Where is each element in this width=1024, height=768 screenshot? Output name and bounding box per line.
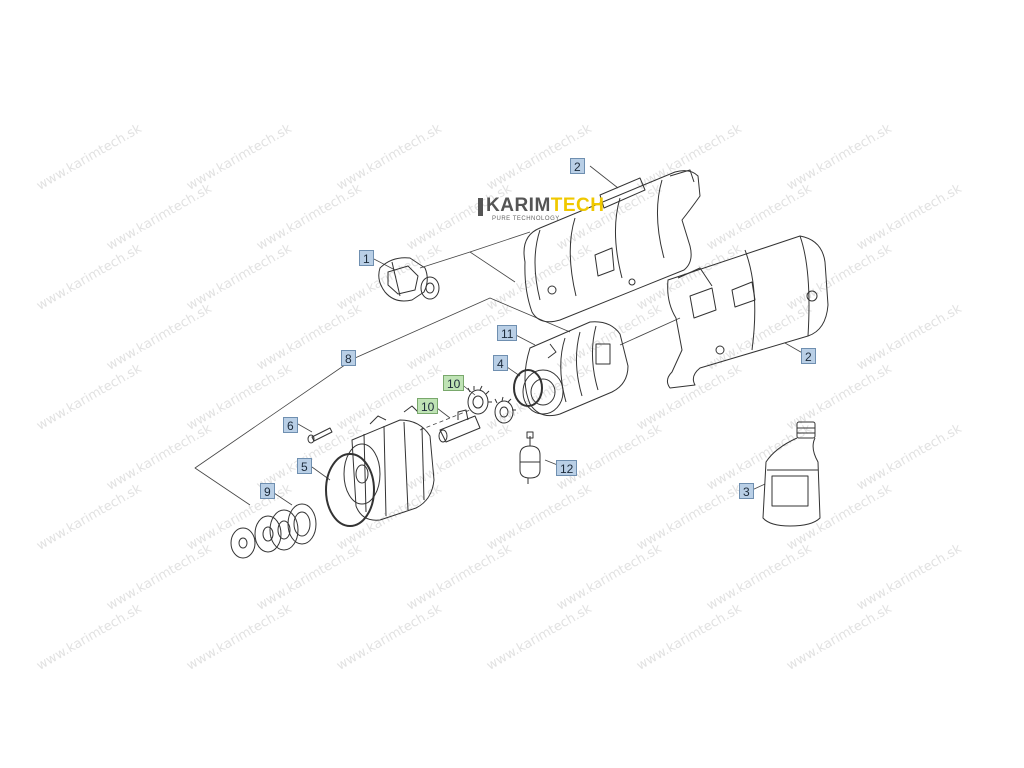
- callout-4: 4: [493, 355, 508, 371]
- part-2-lower-housing-drawing: [666, 235, 829, 389]
- part-8-pump-body-drawing: [343, 405, 435, 521]
- callout-8: 8: [341, 350, 356, 366]
- callout-2-lower: 2: [801, 348, 816, 364]
- callout-5: 5: [297, 458, 312, 474]
- callout-3: 3: [739, 483, 754, 499]
- part-4-oring-drawing: [513, 369, 543, 407]
- part-2-upper-housing-drawing: [523, 169, 701, 323]
- part-1-drawing: [378, 257, 440, 302]
- logo-tagline: PURE TECHNOLOGY: [492, 216, 560, 222]
- callout-1: 1: [359, 250, 374, 266]
- part-11-motor-drawing: [522, 321, 629, 417]
- callout-11: 11: [497, 325, 518, 341]
- callout-10-lower: 10: [417, 398, 439, 414]
- callout-2-upper: 2: [570, 158, 585, 174]
- brand-logo: KARIMTECH PURE TECHNOLOGY: [478, 196, 605, 222]
- callout-12: 12: [556, 460, 578, 476]
- part-9-plates-drawing: [230, 503, 317, 559]
- logo-name-part1: KARIM: [486, 195, 551, 216]
- part-12-plug-drawing: [519, 431, 541, 484]
- part-5-oring-drawing: [325, 453, 375, 527]
- callout-9: 9: [260, 483, 275, 499]
- callout-6: 6: [283, 417, 298, 433]
- part-3-bottle-drawing: [762, 421, 821, 527]
- logo-mark-icon: [478, 198, 483, 216]
- part-10-gears-drawing: [438, 385, 516, 443]
- part-6-screw-drawing: [307, 427, 333, 444]
- logo-name-part2: TECH: [550, 195, 605, 216]
- callout-10-upper: 10: [443, 375, 465, 391]
